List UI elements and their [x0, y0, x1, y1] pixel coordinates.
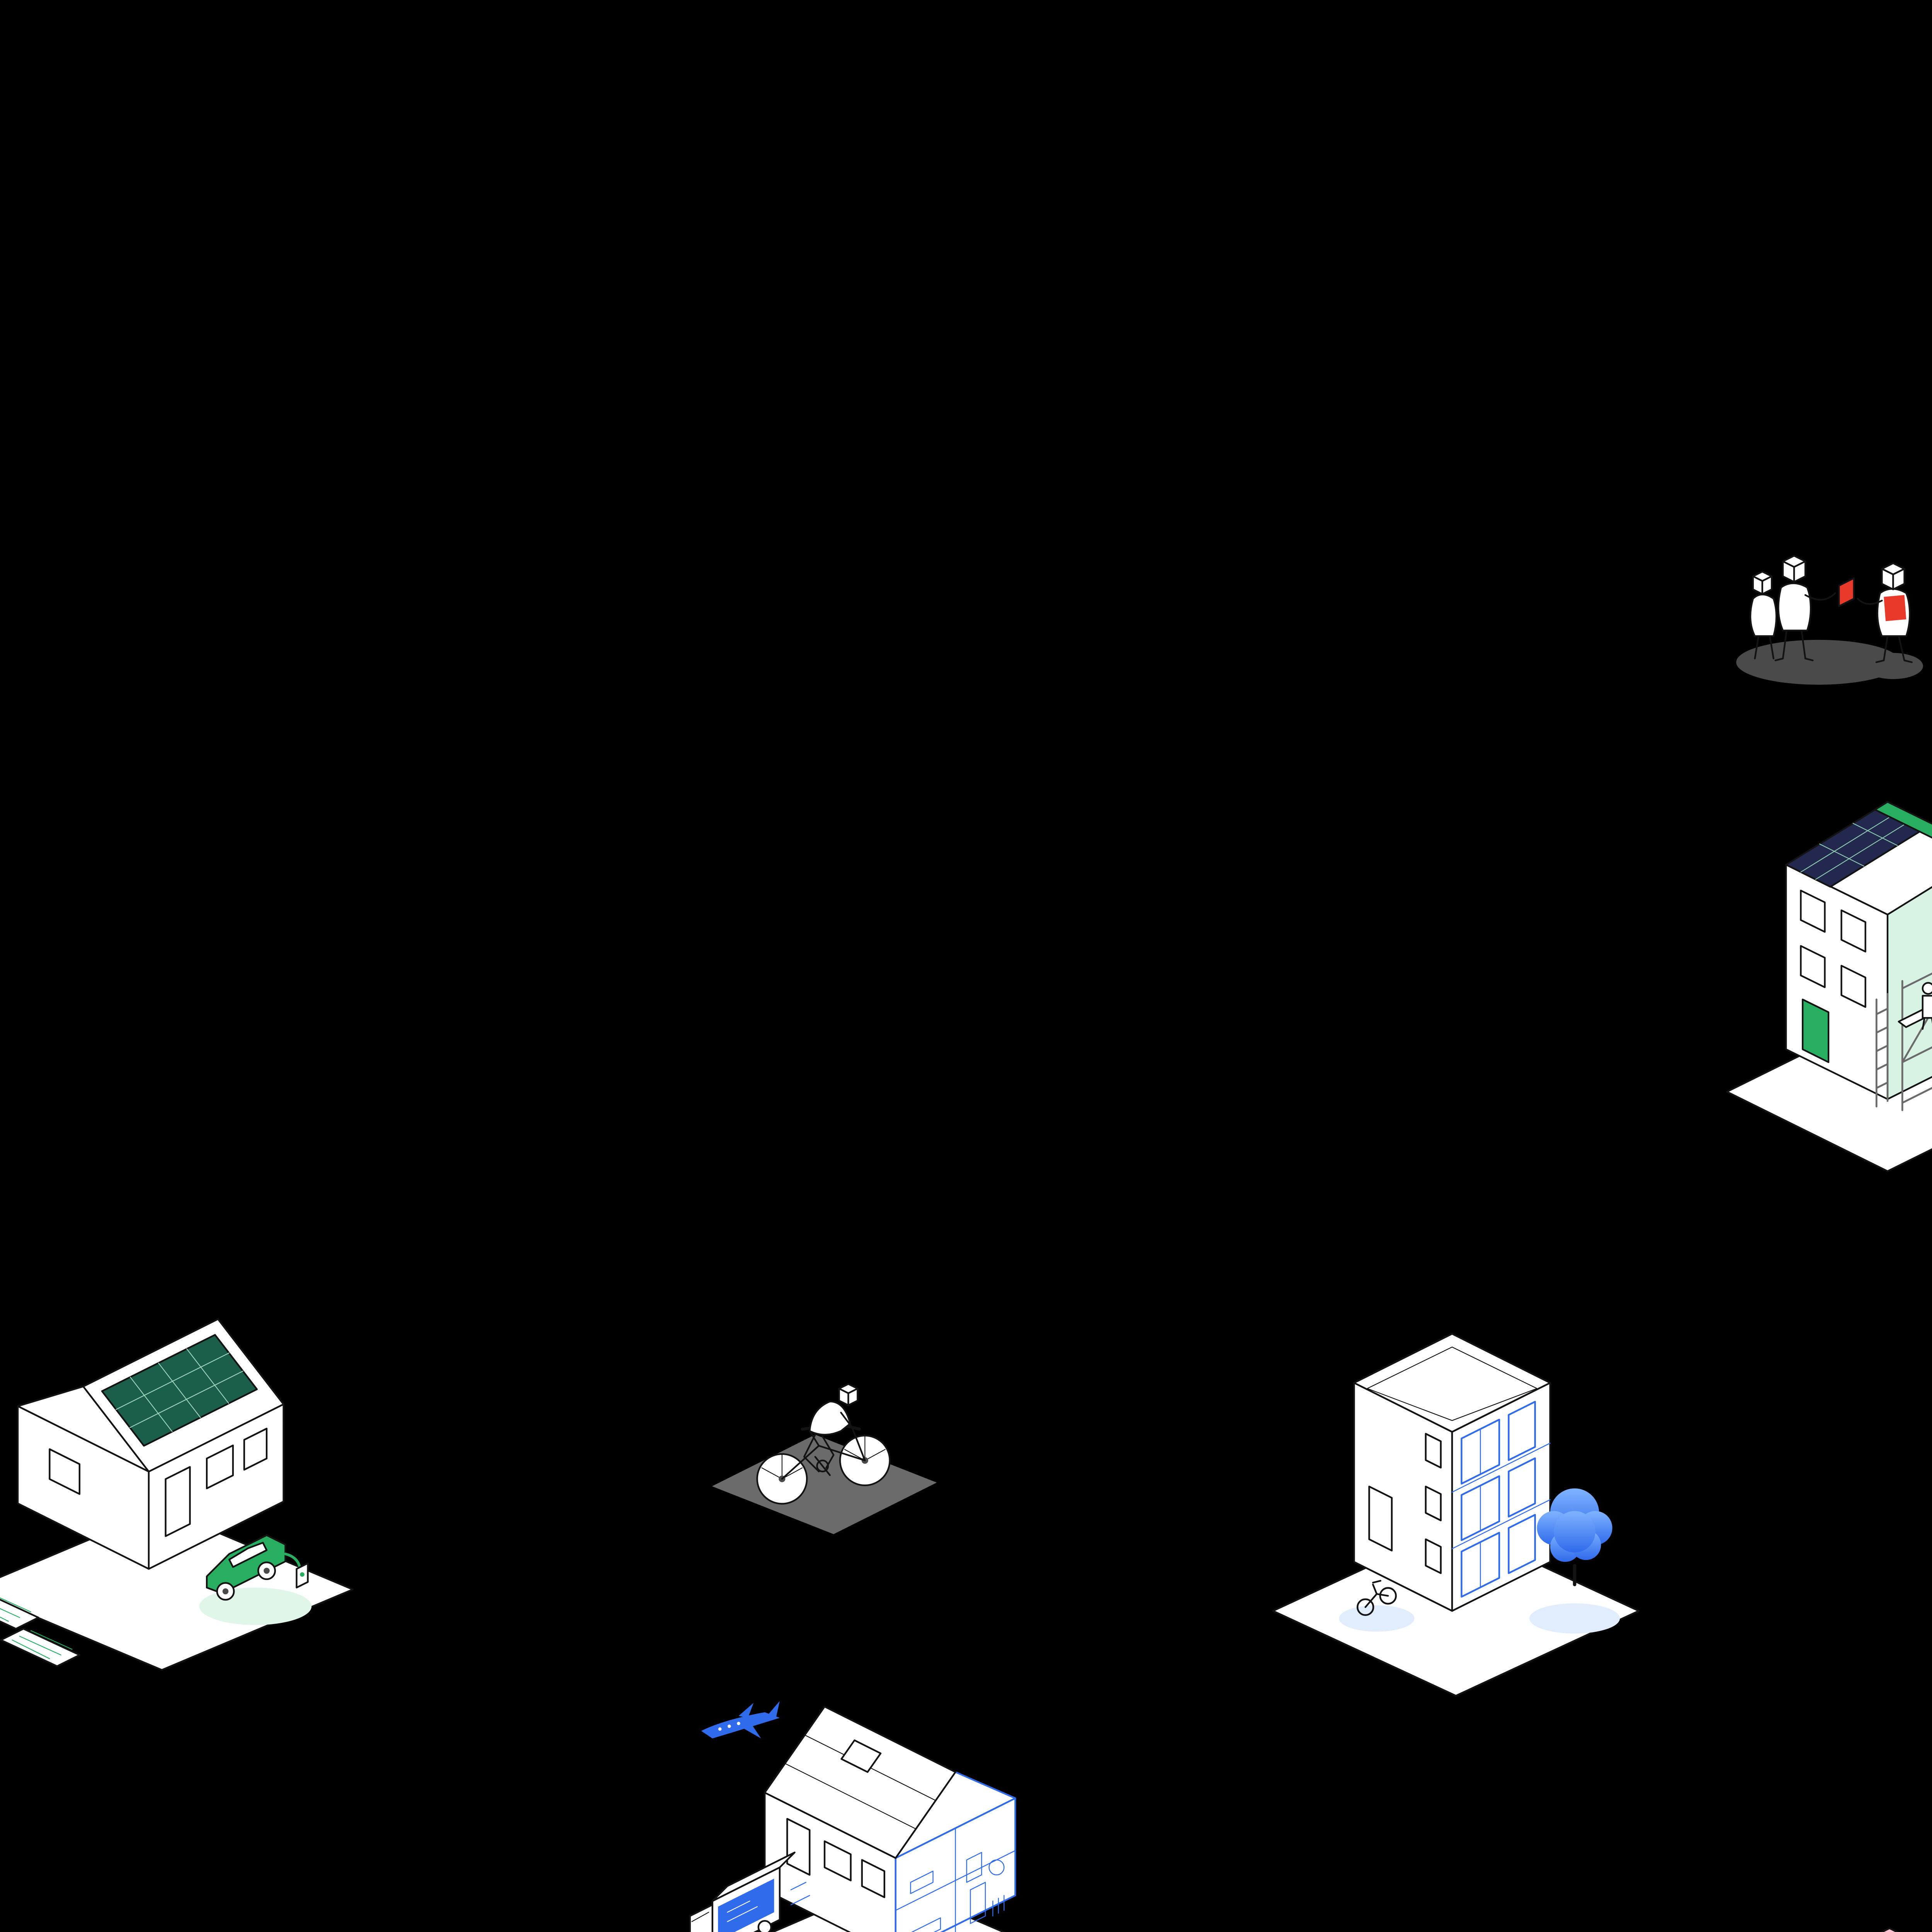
- blue-window-panel: [1508, 1514, 1536, 1574]
- window: [861, 1859, 886, 1898]
- scaffolding: [1898, 972, 1932, 1111]
- red-folder: [1838, 577, 1855, 607]
- window: [243, 1427, 268, 1471]
- garden-beds: [0, 1597, 81, 1667]
- shadow: [1736, 639, 1901, 685]
- person-back: [1749, 571, 1777, 660]
- window: [1800, 889, 1826, 933]
- moving-truck: [689, 1851, 810, 1932]
- blue-window-panel: [1508, 1457, 1536, 1518]
- blue-tree: [1537, 1488, 1612, 1587]
- entrance-door: [1368, 1485, 1393, 1552]
- person-with-folder: [1838, 562, 1913, 663]
- illustration-solar-scaffold-building: [1721, 763, 1932, 1173]
- person-gesturing: [1774, 555, 1836, 662]
- pink-cut-roof: [1880, 1927, 1899, 1932]
- illustration-cutaway-house-pink: [1706, 1872, 1932, 1932]
- building: [1880, 1927, 1899, 1932]
- illustration-people-talking: [1716, 479, 1932, 700]
- interior-blue: [895, 1827, 1016, 1932]
- illustration-blue-window-building: [1267, 1287, 1654, 1701]
- stair-window: [1425, 1433, 1442, 1469]
- ground-platform: [0, 1508, 354, 1671]
- stair-window: [1425, 1485, 1442, 1522]
- building: [1785, 801, 1932, 1100]
- building: [1353, 1333, 1551, 1612]
- gray-mat: [712, 1434, 937, 1534]
- illustration-cutaway-house-blue: [686, 1680, 1090, 1932]
- window: [206, 1444, 234, 1490]
- green-roof-strip: [1874, 801, 1932, 839]
- rider: [803, 1383, 859, 1473]
- worker: [1922, 982, 1932, 1030]
- green-door: [1802, 998, 1830, 1063]
- front-door: [786, 1818, 811, 1876]
- window: [823, 1840, 852, 1881]
- ladder: [1875, 993, 1889, 1108]
- front-door: [165, 1466, 191, 1537]
- green-car: [206, 1534, 309, 1601]
- gable-window: [49, 1448, 81, 1495]
- window: [1800, 945, 1826, 988]
- illustration-solar-house-ev: [0, 1299, 386, 1673]
- window: [1840, 909, 1866, 952]
- house: [764, 1706, 1016, 1932]
- stair-window: [1425, 1538, 1442, 1574]
- parked-bicycle: [1356, 1580, 1397, 1616]
- illustration-cyclist: [686, 1332, 963, 1543]
- ground-platform: [1272, 1525, 1640, 1697]
- airplane: [701, 1701, 780, 1738]
- skylight: [840, 1739, 882, 1773]
- blue-window-panel: [1508, 1401, 1536, 1461]
- house: [17, 1318, 284, 1570]
- shadow: [1863, 653, 1923, 679]
- window: [1840, 964, 1866, 1008]
